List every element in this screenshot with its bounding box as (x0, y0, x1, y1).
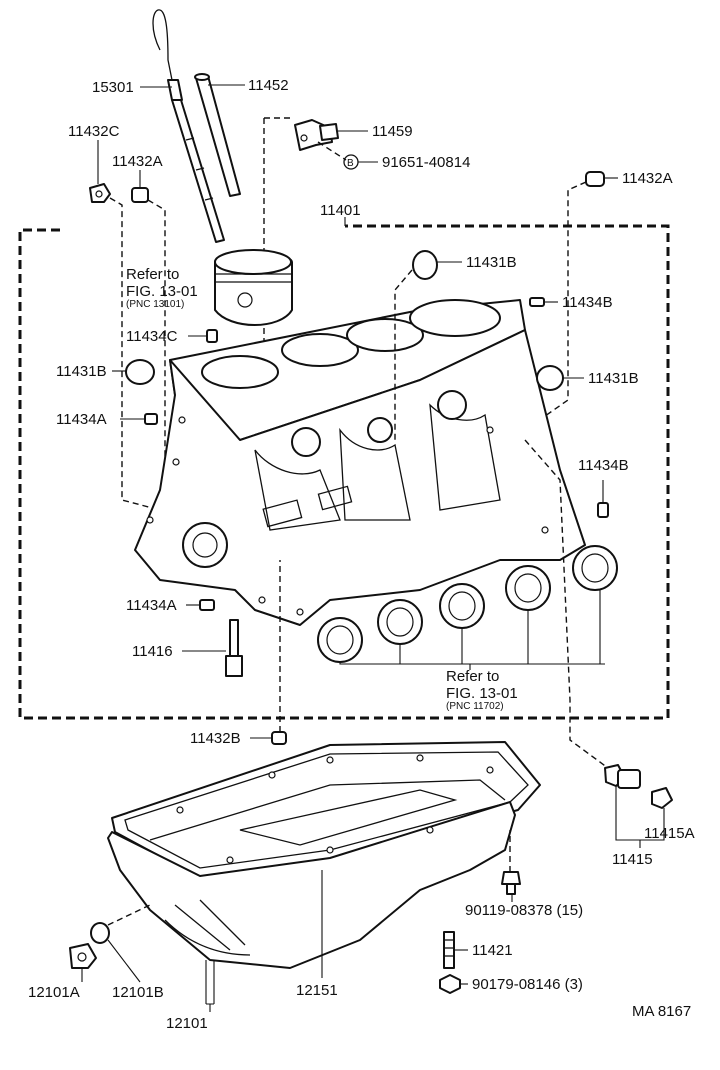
drain-plug-12101a (69, 943, 97, 969)
label-15301: 15301 (92, 79, 134, 96)
cylinder-block (134, 299, 586, 626)
oil-dipstick (152, 9, 225, 243)
leader-12101B (107, 939, 141, 983)
label-90119: 90119-08378 (15) (465, 902, 583, 919)
dipstick-guide-tube (194, 73, 241, 197)
dowel-11434b-right (597, 502, 609, 518)
label-11431B-right: 11431B (588, 370, 639, 387)
label-11452: 11452 (248, 77, 289, 94)
dowel-11434b-top (529, 297, 545, 307)
label-11434B-right: 11434B (578, 457, 629, 474)
label-11434B-top: 11434B (562, 294, 613, 311)
bearing-ref-line3: (PNC 11702) (446, 701, 504, 712)
label-11432A-right: 11432A (622, 170, 673, 187)
drain-dash (107, 904, 151, 926)
expansion-plug-11431b-right (536, 365, 564, 391)
dowel-11434c (206, 329, 218, 343)
dowel-11434a-upper (144, 413, 158, 425)
stud-11421 (443, 931, 455, 969)
label-12101B: 12101B (112, 984, 164, 1001)
piston-ref-line1: Refer to (126, 266, 179, 283)
label-11432B: 11432B (190, 730, 241, 747)
piston-ref-line2: FIG. 13-01 (126, 283, 198, 300)
diagram-code: MA 8167 (632, 1003, 691, 1020)
expansion-plug-11431b-top (412, 250, 438, 280)
label-11415: 11415 (612, 851, 653, 868)
label-11459: 11459 (372, 123, 413, 140)
label-11401: 11401 (320, 202, 361, 219)
label-11434A-upper: 11434A (56, 411, 107, 428)
dash-11415 (524, 439, 609, 769)
label-11432C: 11432C (68, 123, 120, 140)
plug-11432c (89, 183, 111, 203)
label-11434A-lower: 11434A (126, 597, 177, 614)
plug-11415a (651, 787, 673, 809)
label-12101A: 12101A (28, 984, 80, 1001)
main-bearings (317, 545, 618, 670)
label-90179: 90179-08146 (3) (472, 976, 583, 993)
dowel-11434a-lower (199, 599, 215, 611)
piston-ref-line3: (PNC 13101) (126, 299, 184, 310)
union-11415 (604, 764, 641, 789)
bolt-90119 (501, 871, 521, 895)
leader-11415 (615, 786, 665, 848)
stud-11416 (225, 619, 243, 677)
label-91651: 91651-40814 (382, 154, 470, 171)
plug-11432a-left (131, 187, 149, 203)
nut-90179 (439, 974, 461, 994)
label-12101: 12101 (166, 1015, 208, 1032)
label-11421: 11421 (472, 942, 513, 959)
guide-bracket (294, 119, 339, 151)
drain-gasket-12101b (90, 922, 110, 944)
oil-pan (107, 754, 516, 969)
piston-reference-icon (214, 249, 293, 326)
bolt-b-mark: B (347, 158, 354, 169)
plug-11432b (271, 731, 287, 745)
bearing-ref-line1: Refer to (446, 668, 499, 685)
label-11434C: 11434C (126, 328, 178, 345)
expansion-plug-11431b-left (125, 359, 155, 385)
plug-dash-lines-left (109, 197, 166, 511)
label-11432A-left: 11432A (112, 153, 163, 170)
bracket-to-bolt-dash (317, 141, 347, 161)
plug-11432a-right (585, 171, 605, 187)
label-11431B-left: 11431B (56, 363, 107, 380)
leader-12101 (205, 960, 215, 1012)
label-11415A: 11415A (644, 825, 695, 842)
label-11431B-top: 11431B (466, 254, 517, 271)
label-11416: 11416 (132, 643, 173, 660)
bearing-ref-line2: FIG. 13-01 (446, 685, 518, 702)
block-group-outline (18, 224, 670, 720)
label-12151: 12151 (296, 982, 338, 999)
